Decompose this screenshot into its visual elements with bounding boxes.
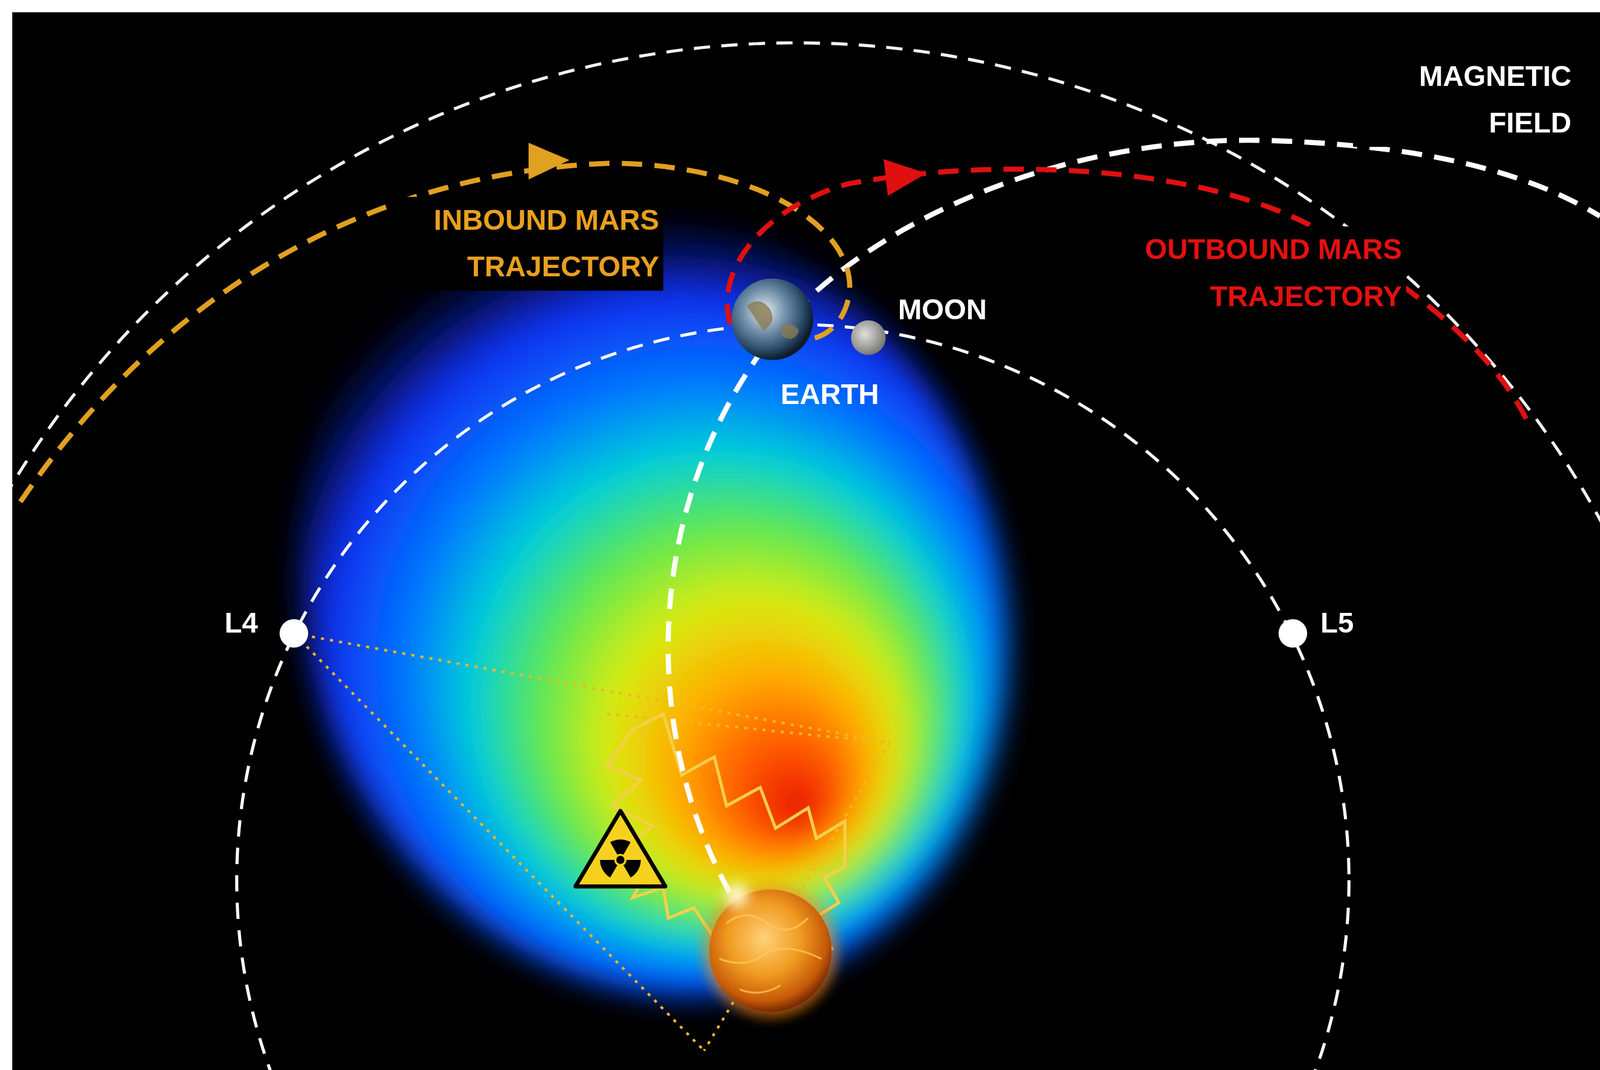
point-label: L5 bbox=[1320, 599, 1355, 647]
point-label: L4 bbox=[224, 599, 258, 647]
body-label: EARTH bbox=[780, 371, 880, 419]
body-label: MOON bbox=[898, 286, 988, 334]
field-label: MAGNETIC FIELD bbox=[1352, 53, 1576, 147]
trajectory-label: OUTBOUND MARS TRAJECTORY bbox=[1112, 226, 1407, 320]
trajectory-label: INBOUND MARS TRAJECTORY bbox=[389, 196, 664, 291]
